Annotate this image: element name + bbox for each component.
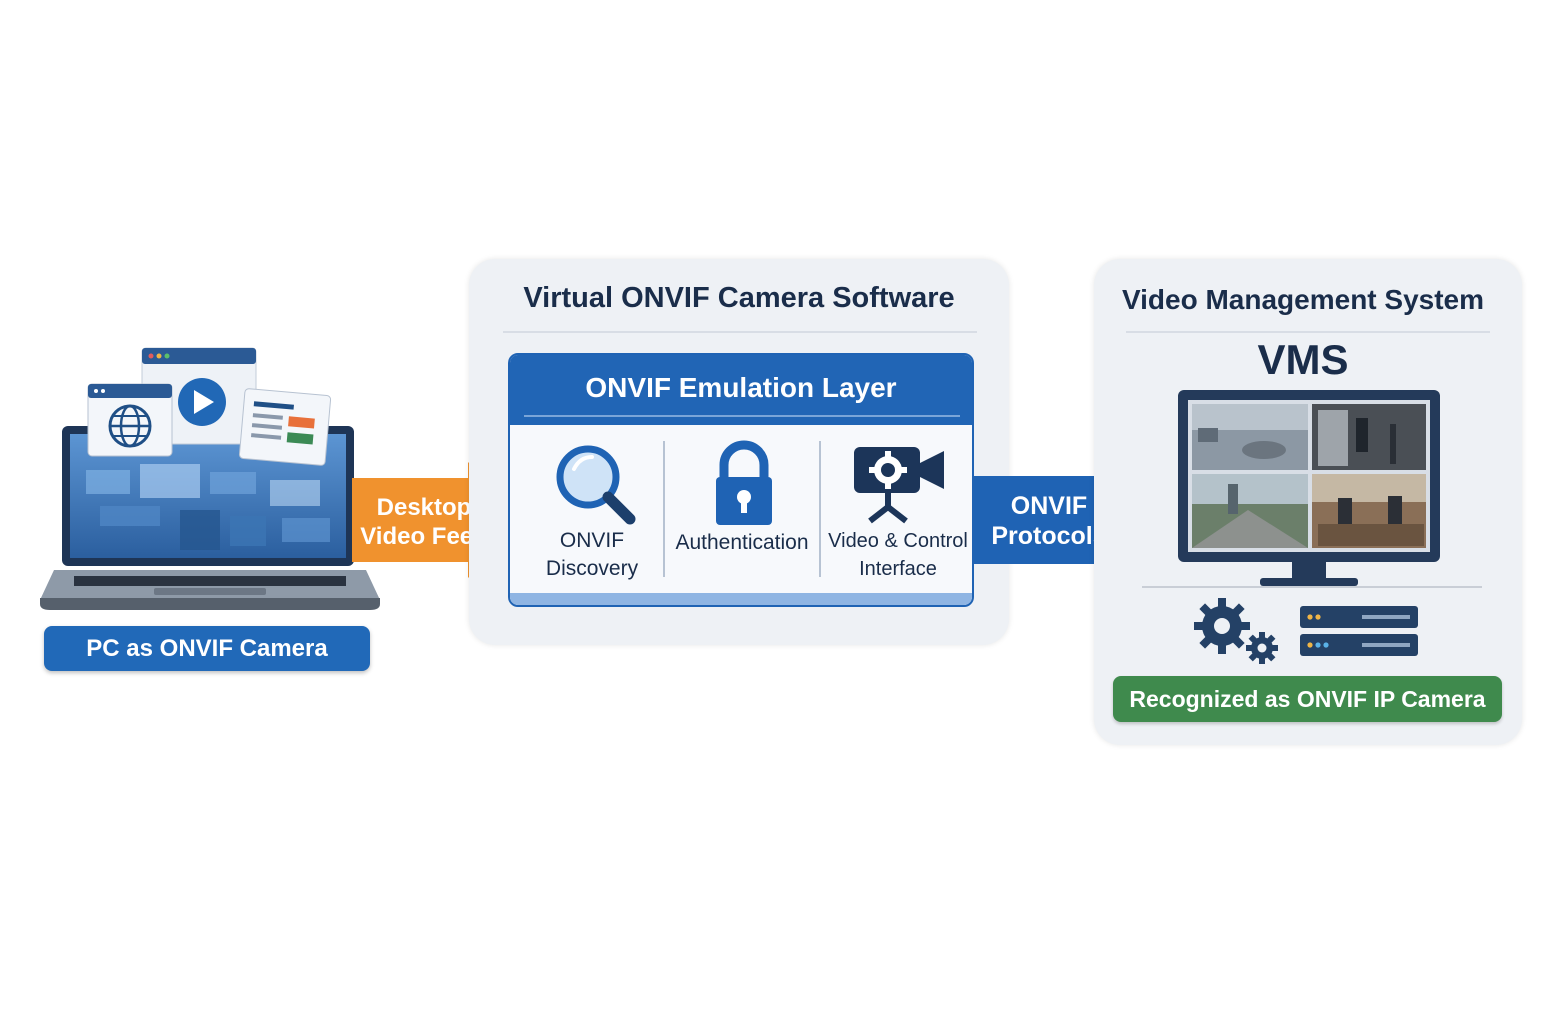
vms-heading: VMS — [1257, 336, 1349, 383]
gears-icon — [1194, 598, 1278, 664]
onvif-protocols-line1: ONVIF — [1010, 492, 1088, 520]
vms-floor-line — [1142, 586, 1482, 588]
emulation-layer-base — [510, 593, 972, 605]
feature-label-line2: Interface — [859, 558, 937, 580]
video-camera-gear-icon — [854, 447, 944, 524]
feature-video-control-interface: Video & Control Interface — [820, 527, 972, 583]
feature-onvif-discovery: ONVIF Discovery — [514, 527, 670, 583]
feature-label-line1: Video & Control — [828, 530, 968, 552]
software-title: Virtual ONVIF Camera Software — [523, 282, 955, 314]
onvif-protocols-line2: Protocols — [991, 522, 1107, 550]
feature-label-line1: ONVIF — [559, 529, 625, 552]
emulation-header-underline — [524, 415, 960, 417]
vms-divider — [1126, 331, 1490, 333]
lock-icon — [716, 440, 772, 525]
feature-label-line1: Authentication — [675, 531, 809, 554]
desktop-feed-line2: Video Feed — [360, 523, 488, 550]
vms-title: Video Management System — [1121, 284, 1485, 315]
pc-as-camera-label: PC as ONVIF Camera — [44, 626, 370, 671]
emulation-layer-card: ONVIF Emulation Layer ONVIF Discovery Au… — [508, 353, 974, 607]
software-divider — [503, 331, 977, 333]
emulation-layer-title: ONVIF Emulation Layer — [510, 355, 972, 425]
desktop-video-feed-label: Desktop Video Feed — [356, 493, 492, 551]
feature-label-line2: Discovery — [545, 557, 639, 580]
feature-authentication: Authentication — [664, 529, 820, 557]
onvif-protocols-label: ONVIF Protocols — [984, 491, 1114, 551]
vms-status-badge: Recognized as ONVIF IP Camera — [1113, 676, 1502, 722]
feature-divider — [819, 441, 821, 577]
magnifier-icon — [556, 445, 636, 525]
vms-monitor-illustration — [1178, 390, 1440, 586]
feature-divider — [663, 441, 665, 577]
laptop-illustration — [40, 347, 380, 610]
server-icon — [1300, 606, 1418, 656]
desktop-feed-line1: Desktop — [376, 494, 472, 521]
